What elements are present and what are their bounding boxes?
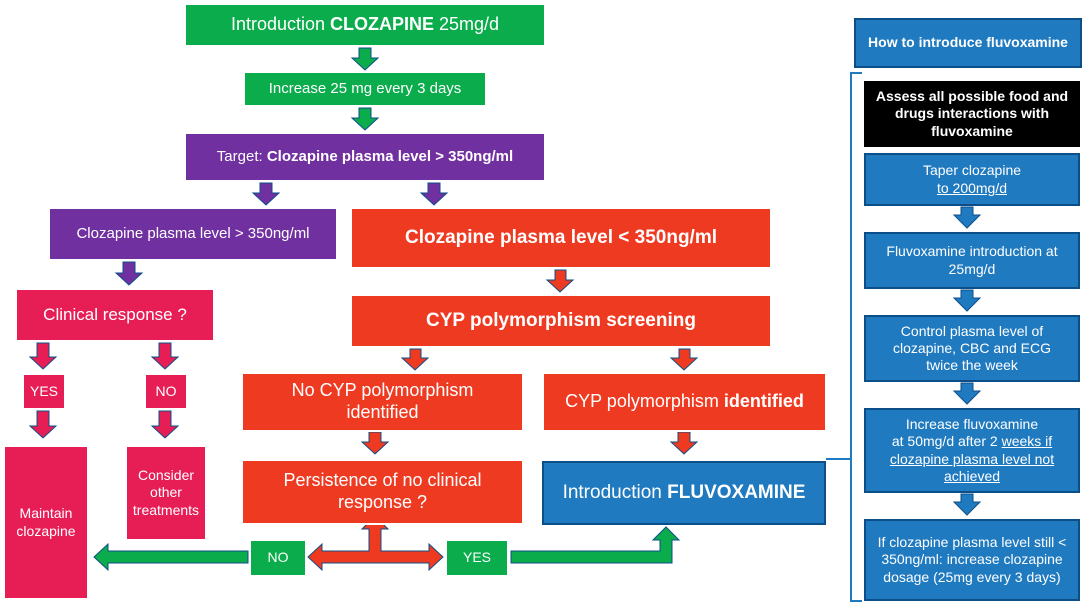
intro-drug: CLOZAPINE: [330, 14, 435, 35]
arrow-yes-to-maintain: [28, 410, 58, 439]
cyp-identified-box: CYP polymorphism identified: [542, 372, 827, 432]
bottom-yes-label: YES: [462, 549, 491, 566]
yes-label-box: YES: [22, 373, 66, 410]
how-to-introduce-header: How to introduce fluvoxamine: [854, 18, 1082, 68]
target-prefix: Target:: [216, 147, 267, 165]
target-value: Clozapine plasma level > 350ng/ml: [266, 147, 514, 165]
no-label: NO: [155, 382, 177, 399]
consider-treatments-box: Consider other treatments: [125, 445, 207, 541]
increase-fluvox-line-2b: weeks if: [1001, 433, 1053, 450]
increase-fluvox-line-4: achieved: [943, 467, 1001, 484]
yes-label: YES: [29, 382, 58, 399]
arrow-bottom-no-to-maintain: [93, 542, 249, 572]
intro-dose: 25mg/d: [434, 14, 500, 35]
right-arrow-4: [952, 493, 982, 516]
assess-interactions-box: Assess all possible food and drugs inter…: [864, 81, 1080, 147]
increase-fluvox-line-2a: at 50mg/d after 2: [891, 433, 1002, 450]
above-threshold-text: Clozapine plasma level > 350ng/ml: [76, 224, 310, 242]
arrow-intro-to-increase: [350, 47, 380, 71]
maintain-clozapine-text: Maintain clozapine: [16, 505, 76, 539]
bottom-no-label: NO: [267, 549, 289, 566]
cyp-identified-bold: identified: [723, 391, 804, 412]
intro-prefix: Introduction: [230, 14, 330, 35]
taper-line-2: to 200mg/d: [936, 179, 1008, 196]
arrow-below-to-cyp: [545, 269, 575, 293]
arrow-cyp-to-identified: [669, 348, 699, 371]
taper-line-1: Taper clozapine: [922, 162, 1022, 179]
right-arrow-3: [952, 382, 982, 405]
if-still-below-box: If clozapine plasma level still < 350ng/…: [864, 519, 1080, 601]
target-level-box: Target: Clozapine plasma level > 350ng/m…: [184, 132, 546, 182]
if-still-below-text: If clozapine plasma level still < 350ng/…: [877, 534, 1067, 585]
clinical-response-text: Clinical response ?: [43, 304, 187, 324]
arrow-target-to-below: [419, 182, 449, 206]
clinical-response-box: Clinical response ?: [15, 288, 215, 342]
cyp-screening-text: CYP polymorphism screening: [426, 310, 696, 332]
fluvoxamine-introduction-text: Fluvoxamine introduction at 25mg/d: [886, 243, 1058, 277]
persistence-box: Persistence of no clinical response ?: [241, 459, 524, 525]
arrow-cyp-to-no-cyp: [400, 348, 430, 371]
intro-clozapine-box: Introduction CLOZAPINE 25mg/d: [184, 3, 546, 47]
intro-fluvox-bold: FLUVOXAMINE: [667, 482, 806, 504]
arrow-bottom-yes-to-fluvox: [510, 526, 681, 564]
no-label-box: NO: [144, 373, 188, 410]
increase-fluvox-line-3: clozapine plasma level not: [889, 450, 1055, 467]
introduction-fluvoxamine-box: Introduction FLUVOXAMINE: [542, 461, 826, 525]
control-plasma-text: Control plasma level of clozapine, CBC a…: [893, 322, 1051, 374]
above-threshold-box: Clozapine plasma level > 350ng/ml: [48, 207, 338, 261]
intro-fluvox-prefix: Introduction: [562, 482, 668, 504]
increase-fluvox-line-1: Increase fluvoxamine: [905, 416, 1039, 433]
arrow-clinical-to-yes: [28, 342, 58, 370]
no-cyp-box: No CYP polymorphism identified: [241, 372, 524, 432]
right-panel-bracket: [826, 72, 862, 602]
persistence-text: Persistence of no clinical response ?: [283, 470, 482, 512]
arrow-target-to-above: [251, 182, 281, 206]
cyp-identified-prefix: CYP polymorphism: [565, 391, 724, 412]
arrow-no-to-consider: [150, 410, 180, 439]
arrow-above-to-clinical: [114, 261, 144, 286]
control-plasma-box: Control plasma level of clozapine, CBC a…: [864, 315, 1080, 382]
assess-interactions-text: Assess all possible food and drugs inter…: [875, 88, 1069, 139]
below-threshold-box: Clozapine plasma level < 350ng/ml: [350, 207, 772, 269]
increase-dose-box: Increase 25 mg every 3 days: [243, 71, 487, 107]
taper-clozapine-box: Taper clozapine to 200mg/d: [864, 153, 1080, 206]
cyp-screening-box: CYP polymorphism screening: [350, 294, 772, 348]
arrow-identified-to-fluvox: [669, 431, 699, 455]
right-arrow-1: [952, 206, 982, 229]
bottom-no-box: NO: [249, 539, 307, 577]
consider-treatments-text: Consider other treatments: [132, 467, 200, 518]
no-cyp-text: No CYP polymorphism identified: [291, 380, 474, 422]
increase-fluvoxamine-box: Increase fluvoxamine at 50mg/d after 2 w…: [864, 408, 1080, 493]
fluvoxamine-introduction-box: Fluvoxamine introduction at 25mg/d: [864, 232, 1080, 289]
right-arrow-2: [952, 289, 982, 312]
how-to-introduce-text: How to introduce fluvoxamine: [868, 34, 1068, 51]
bottom-yes-box: YES: [445, 539, 509, 577]
arrow-clinical-to-no: [150, 342, 180, 370]
increase-dose-text: Increase 25 mg every 3 days: [268, 79, 462, 97]
maintain-clozapine-box: Maintain clozapine: [3, 445, 89, 600]
arrow-no-cyp-to-persistence: [360, 431, 390, 455]
below-threshold-text: Clozapine plasma level < 350ng/ml: [404, 227, 718, 249]
arrow-increase-to-target: [350, 107, 380, 131]
